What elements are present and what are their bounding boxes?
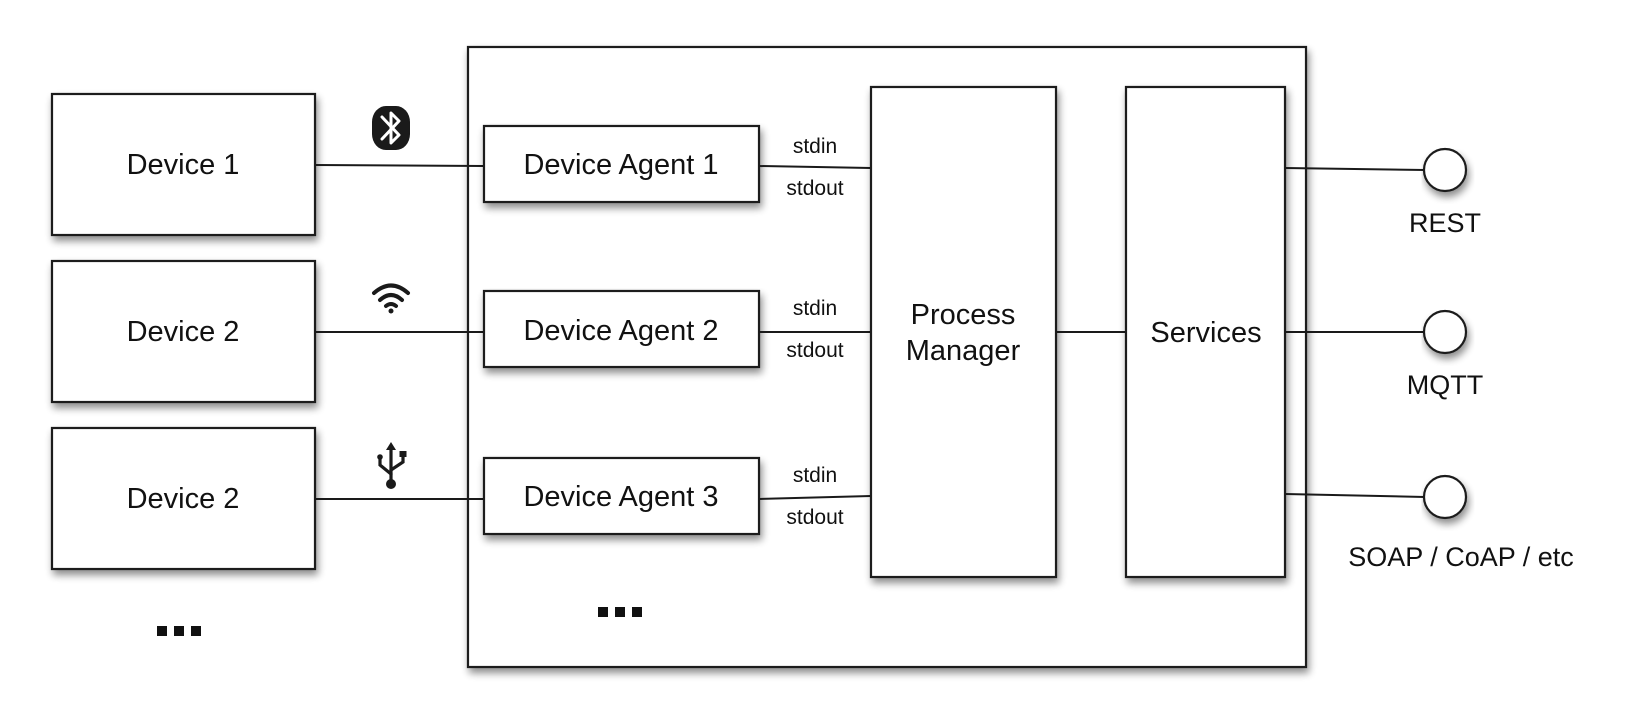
more-devices-ellipsis: ... <box>157 626 201 636</box>
device-agent-box-3: Device Agent 3 <box>482 456 761 536</box>
mqtt-label: MQTT <box>1407 370 1483 400</box>
device-label: Device 1 <box>127 149 240 181</box>
process-manager-label-line2: Manager <box>906 335 1021 367</box>
device-box-2: Device 2 <box>50 259 317 404</box>
process-manager-box: Process Manager <box>869 85 1058 579</box>
agent-3-pipe <box>758 495 872 500</box>
stdin-label: stdin <box>793 297 837 320</box>
stdin-label: stdin <box>793 464 837 487</box>
device-box-3: Device 2 <box>50 426 317 571</box>
rest-endpoint <box>1422 147 1468 193</box>
agent-label: Device Agent 2 <box>523 315 718 347</box>
stdout-label: stdout <box>786 177 843 200</box>
rest-link <box>1284 167 1426 171</box>
device-label: Device 2 <box>127 316 240 348</box>
mqtt-endpoint <box>1422 309 1468 355</box>
device-label: Device 2 <box>127 483 240 515</box>
soap-coap-label: SOAP / CoAP / etc <box>1348 542 1574 572</box>
stdin-label: stdin <box>793 135 837 158</box>
rest-label: REST <box>1409 208 1481 238</box>
more-agents-ellipsis: ... <box>598 607 642 617</box>
device-box-1: Device 1 <box>50 92 317 237</box>
agent-1-pipe <box>758 165 872 169</box>
process-manager-label-line1: Process <box>911 299 1016 331</box>
agent-label: Device Agent 1 <box>523 149 718 181</box>
services-label: Services <box>1150 317 1261 349</box>
stdout-label: stdout <box>786 506 843 529</box>
services-box: Services <box>1124 85 1287 579</box>
device-1-link <box>314 164 485 167</box>
agent-label: Device Agent 3 <box>523 481 718 513</box>
wifi-icon <box>372 283 410 314</box>
soap-link <box>1284 493 1426 498</box>
device-agent-box-2: Device Agent 2 <box>482 289 761 369</box>
stdout-label: stdout <box>786 339 843 362</box>
device-agent-box-1: Device Agent 1 <box>482 124 761 204</box>
soap-coap-endpoint <box>1422 474 1468 520</box>
bluetooth-icon <box>372 106 410 150</box>
usb-icon <box>377 442 407 489</box>
